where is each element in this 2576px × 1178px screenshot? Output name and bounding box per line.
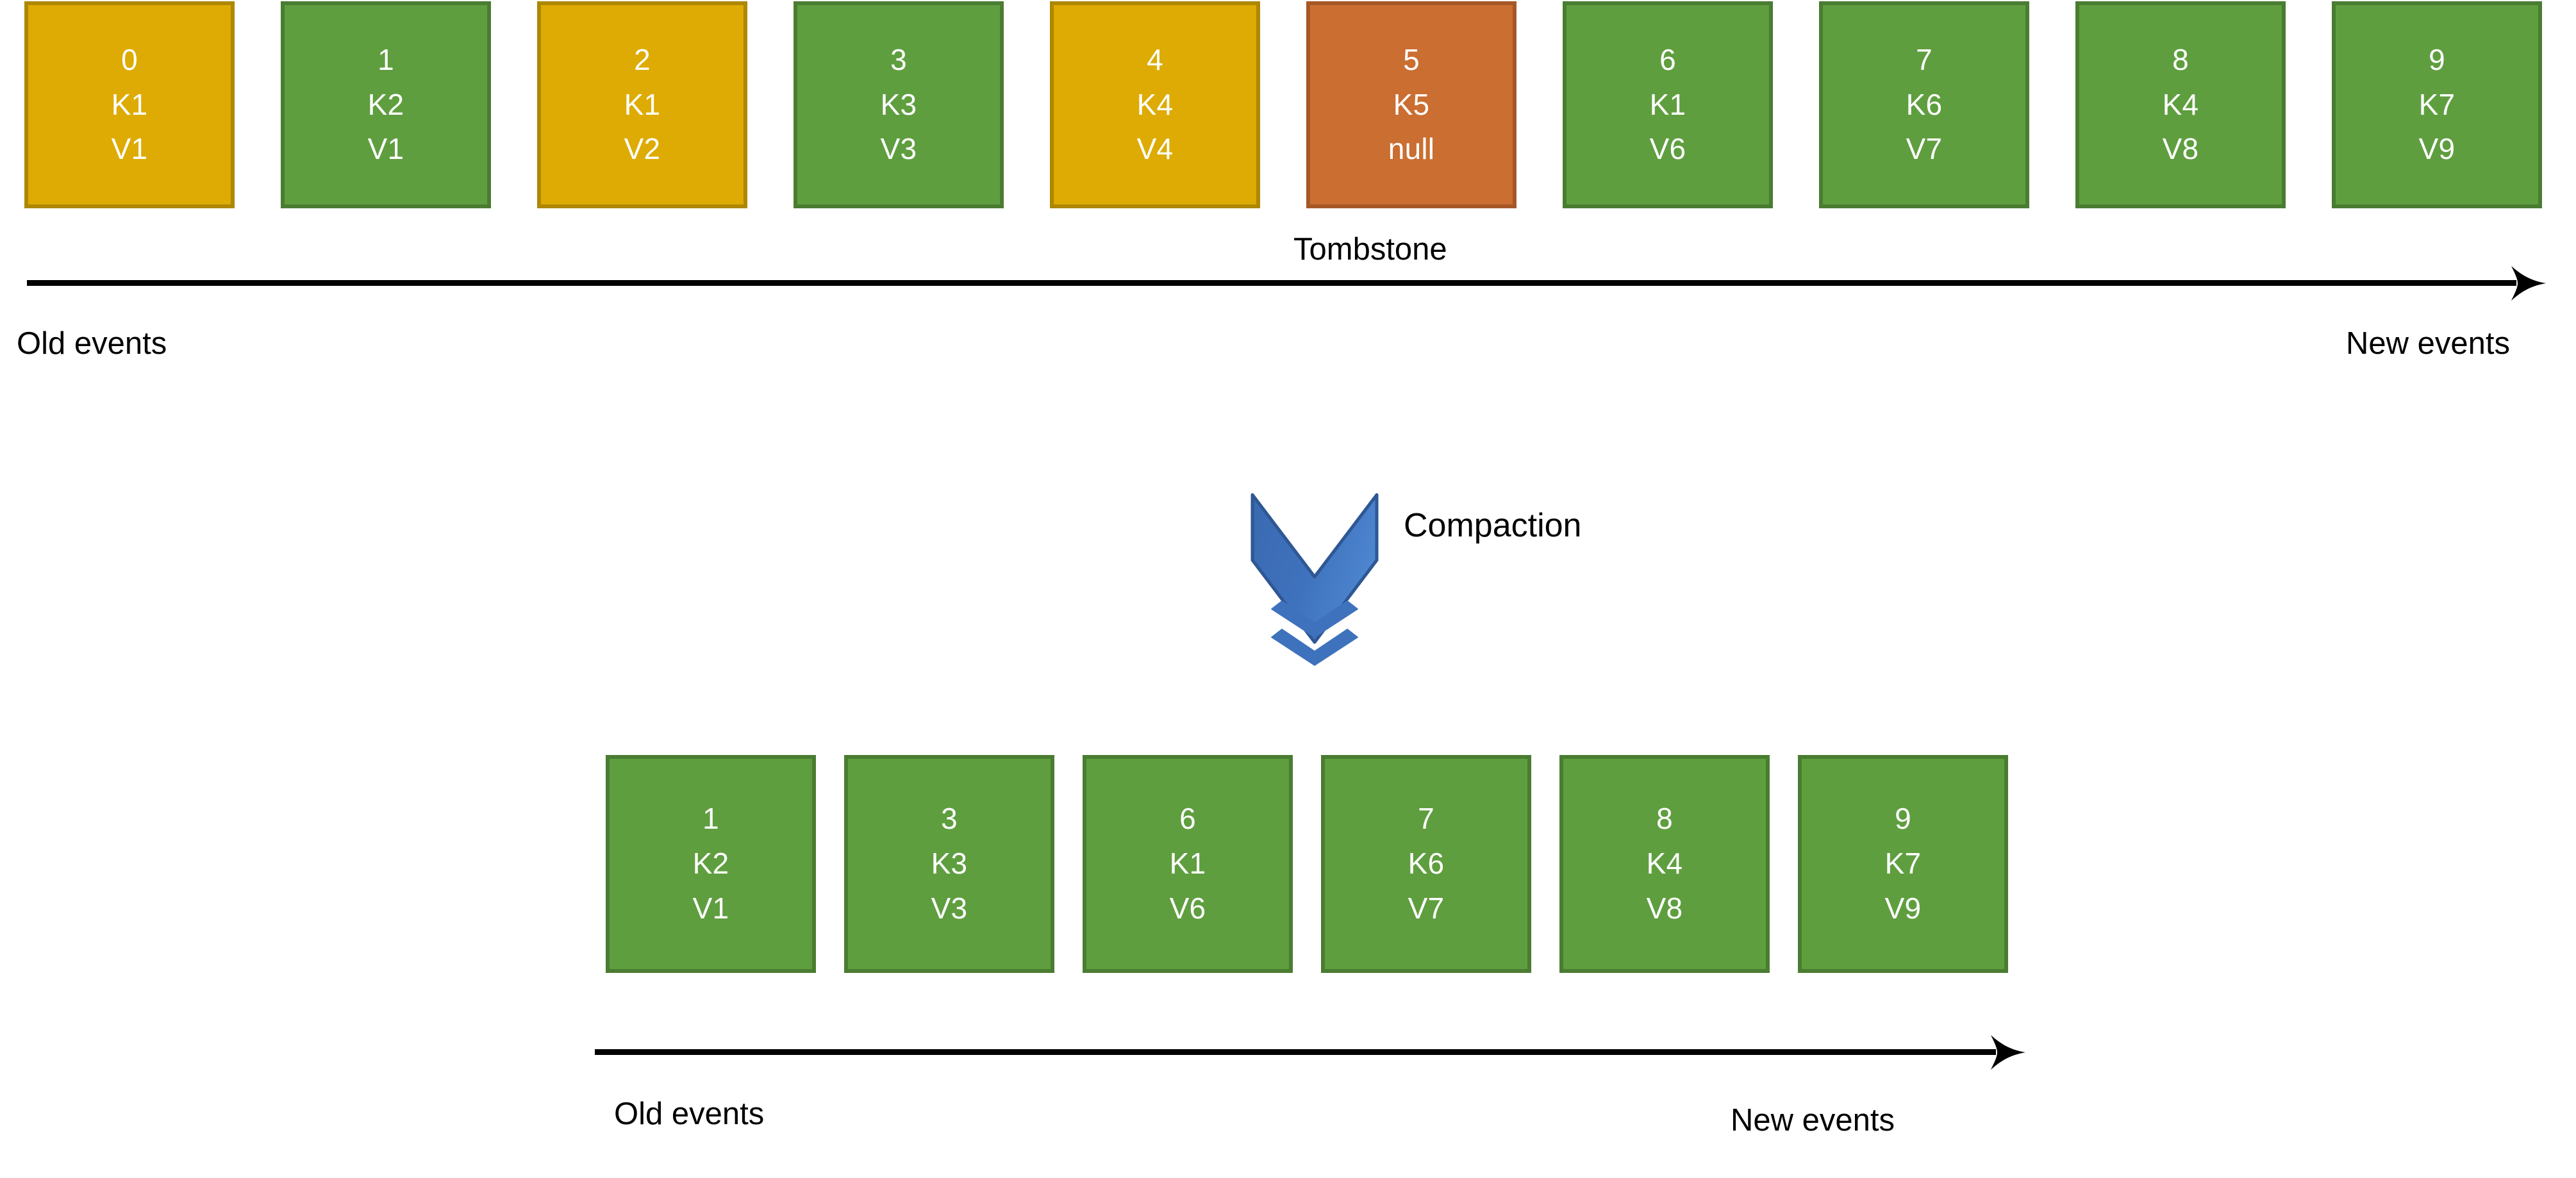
event-value: V9 xyxy=(2418,132,2456,166)
event-key: K3 xyxy=(880,87,917,121)
event-offset: 8 xyxy=(1656,802,1673,836)
top-arrow-shaft xyxy=(27,280,2516,286)
event-offset: 3 xyxy=(890,42,907,76)
event-key: K5 xyxy=(1393,87,1430,121)
event-offset: 9 xyxy=(2429,42,2445,76)
event-value: V3 xyxy=(880,132,917,166)
event-offset: 9 xyxy=(1895,802,1911,836)
event-value: V1 xyxy=(367,132,404,166)
event-key: K7 xyxy=(1884,847,1922,881)
event-offset: 1 xyxy=(378,42,394,76)
event-key: K4 xyxy=(2162,87,2199,121)
event-value: V1 xyxy=(692,891,729,925)
double-chevron-down-icon xyxy=(1249,491,1396,677)
event-key: K3 xyxy=(931,847,968,881)
compaction-label: Compaction xyxy=(1404,507,1582,544)
event-key: K4 xyxy=(1646,847,1683,881)
event-offset: 3 xyxy=(941,802,958,836)
event-offset: 7 xyxy=(1418,802,1434,836)
event-offset: 5 xyxy=(1403,42,1420,76)
event-value: V4 xyxy=(1136,132,1174,166)
bottom-old-events-label: Old events xyxy=(614,1097,765,1131)
event-value: V2 xyxy=(624,132,661,166)
event-key: K6 xyxy=(1408,847,1445,881)
event-offset: 6 xyxy=(1659,42,1676,76)
event-value: V9 xyxy=(1884,891,1922,925)
event-offset: 8 xyxy=(2172,42,2189,76)
tombstone-label: Tombstone xyxy=(1293,232,1447,267)
event-key: K4 xyxy=(1136,87,1174,121)
event-value: V1 xyxy=(111,132,148,166)
event-offset: 1 xyxy=(702,802,719,836)
event-offset: 4 xyxy=(1147,42,1163,76)
event-offset: 2 xyxy=(634,42,651,76)
event-key: K2 xyxy=(367,87,404,121)
bottom-new-events-label: New events xyxy=(1731,1103,1895,1138)
top-new-events-label: New events xyxy=(2346,326,2511,361)
bottom-arrow-shaft xyxy=(595,1049,1996,1055)
top-old-events-label: Old events xyxy=(17,326,167,361)
bottom-arrow-head xyxy=(1990,1034,2027,1071)
event-value: V6 xyxy=(1169,891,1206,925)
event-key: K6 xyxy=(1906,87,1943,121)
event-key: K7 xyxy=(2418,87,2456,121)
event-value: V7 xyxy=(1408,891,1445,925)
event-value: V7 xyxy=(1906,132,1943,166)
event-offset: 0 xyxy=(121,42,138,76)
event-value: V8 xyxy=(2162,132,2199,166)
event-value: V3 xyxy=(931,891,968,925)
event-offset: 7 xyxy=(1916,42,1932,76)
event-key: K1 xyxy=(624,87,661,121)
event-value: null xyxy=(1388,132,1435,166)
event-key: K1 xyxy=(1169,847,1206,881)
event-key: K1 xyxy=(1649,87,1686,121)
event-value: V6 xyxy=(1649,132,1686,166)
top-arrow-head xyxy=(2510,265,2547,302)
event-key: K1 xyxy=(111,87,148,121)
event-offset: 6 xyxy=(1179,802,1196,836)
event-key: K2 xyxy=(692,847,729,881)
event-value: V8 xyxy=(1646,891,1683,925)
